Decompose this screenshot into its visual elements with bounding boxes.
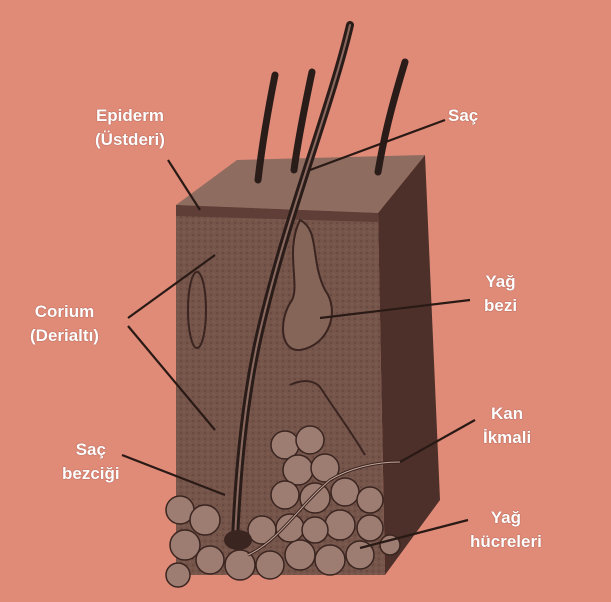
label-epiderm-line2: (Üstderi) bbox=[95, 128, 165, 152]
label-yag-hucreleri-line1: Yağ bbox=[470, 506, 542, 530]
label-corium-line2: (Derialtı) bbox=[30, 324, 99, 348]
skin-block-side bbox=[378, 155, 440, 575]
label-yag-bezi: Yağ bezi bbox=[484, 270, 517, 318]
label-kan-ikmali-line1: Kan bbox=[483, 402, 531, 426]
label-sac-bezcigi-line2: bezciği bbox=[62, 462, 120, 486]
label-yag-hucreleri-line2: hücreleri bbox=[470, 530, 542, 554]
label-yag-hucreleri: Yağ hücreleri bbox=[470, 506, 542, 554]
label-sac-line1: Saç bbox=[448, 104, 478, 128]
label-yag-bezi-line1: Yağ bbox=[484, 270, 517, 294]
label-kan-ikmali: Kan İkmali bbox=[483, 402, 531, 450]
label-sac: Saç bbox=[448, 104, 478, 128]
label-sac-bezcigi-line1: Saç bbox=[62, 438, 120, 462]
label-corium-line1: Corium bbox=[30, 300, 99, 324]
label-yag-bezi-line2: bezi bbox=[484, 294, 517, 318]
hair-right bbox=[378, 62, 405, 172]
label-epiderm: Epiderm (Üstderi) bbox=[95, 104, 165, 152]
label-epiderm-line1: Epiderm bbox=[95, 104, 165, 128]
hair-bulb bbox=[224, 530, 252, 550]
label-sac-bezcigi: Saç bezciği bbox=[62, 438, 120, 486]
label-corium: Corium (Derialtı) bbox=[30, 300, 99, 348]
label-kan-ikmali-line2: İkmali bbox=[483, 426, 531, 450]
